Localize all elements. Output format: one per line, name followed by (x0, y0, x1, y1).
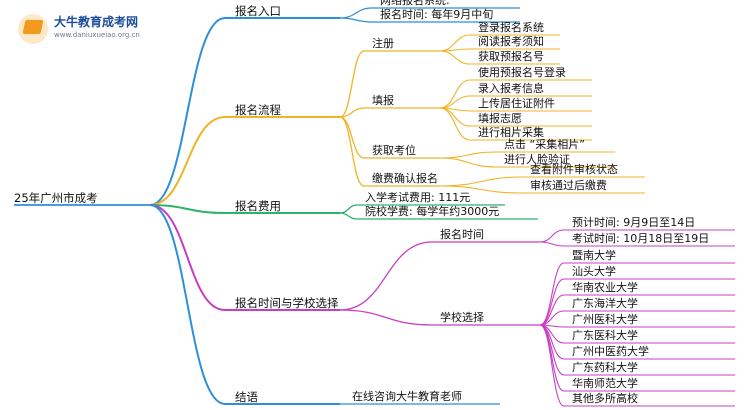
branch-4: 结语 (235, 390, 258, 404)
leaf-1-1-1: 录入报考信息 (478, 82, 544, 95)
child-1-2: 获取考位 (372, 144, 416, 157)
branch-3: 报名时间与学校选择 (235, 296, 339, 310)
edge-branch-0-child-0 (339, 7, 373, 19)
edge-branch-3-child-1 (339, 309, 433, 326)
logo-name: 大牛教育成考网 (54, 15, 139, 29)
edge-1-1-0 (439, 79, 471, 109)
child-0-0: 网络报名系统: (380, 0, 450, 7)
leaf-3-1-9: 其他多所高校 (572, 392, 638, 405)
child-3-0: 报名时间 (440, 228, 484, 241)
leaf-1-1-0: 使用预报名号登录 (478, 66, 566, 79)
leaf-1-1-4: 进行相片采集 (478, 126, 544, 139)
child-0-1: 报名时间: 每年9月中旬 (380, 8, 494, 21)
edge-1-3-0 (439, 176, 523, 187)
edge-1-2-0 (439, 151, 497, 159)
child-4-0: 在线咨询大牛教育老师 (352, 390, 462, 403)
leaf-3-1-0: 暨南大学 (572, 249, 616, 262)
edge-3-0-0 (539, 229, 565, 243)
edge-root-branch-1 (149, 116, 226, 206)
edge-1-2-1 (439, 157, 497, 168)
edge-branch-0-child-1 (339, 17, 373, 23)
leaf-3-1-5: 广东医科大学 (572, 329, 638, 342)
leaf-3-1-6: 广州中医药大学 (572, 345, 649, 358)
edge-branch-1-child-0 (339, 50, 365, 118)
edge-1-1-4 (439, 107, 471, 141)
logo-url: www.daniuxueiao.org.cn (54, 31, 140, 39)
edge-branch-3-child-0 (339, 241, 433, 311)
edge-root-branch-0 (149, 17, 226, 206)
leaf-1-0-1: 阅读报考须知 (478, 35, 544, 48)
site-logo: 大牛教育成考网 www.daniuxueiao.org.cn (18, 12, 198, 46)
leaf-3-1-2: 华南农业大学 (572, 281, 638, 294)
edge-1-0-2 (439, 50, 471, 65)
branch-2: 报名费用 (235, 199, 281, 213)
leaf-3-0-1: 考试时间: 10月18日至19日 (572, 232, 710, 245)
child-2-0: 入学考试费用: 111元 (365, 191, 471, 204)
edge-3-1-9 (539, 324, 565, 407)
leaf-1-2-1: 进行人脸验证 (504, 153, 570, 166)
edge-branch-1-child-3 (339, 116, 365, 187)
leaf-1-2-0: 点击 “采集相片” (504, 138, 585, 151)
child-1-0: 注册 (372, 37, 394, 50)
child-2-1: 院校学费: 每学年约3000元 (365, 205, 500, 218)
edge-branch-2-child-1 (339, 212, 358, 220)
child-1-1: 填报 (372, 94, 394, 107)
edge-root-branch-2 (149, 204, 226, 214)
edge-1-1-1 (439, 95, 471, 109)
branch-1: 报名流程 (235, 103, 281, 117)
edge-1-3-1 (439, 185, 523, 194)
edge-3-1-0 (539, 262, 565, 326)
edge-root-branch-3 (149, 204, 226, 311)
leaf-3-1-7: 广东药科大学 (572, 361, 638, 374)
leaf-3-0-0: 预计时间: 9月9日至14日 (572, 216, 696, 229)
leaf-1-3-1: 审核通过后缴费 (530, 179, 607, 192)
leaf-3-1-3: 广东海洋大学 (572, 297, 638, 310)
leaf-1-0-2: 获取预报名号 (478, 50, 544, 63)
leaf-3-1-4: 广州医科大学 (572, 313, 638, 326)
edge-branch-1-child-1 (339, 107, 365, 118)
leaf-3-1-1: 汕头大学 (572, 265, 616, 278)
edge-3-0-1 (539, 241, 565, 247)
edge-branch-2-child-0 (339, 204, 358, 214)
leaf-1-1-3: 填报志愿 (478, 112, 522, 125)
child-1-3: 缴费确认报名 (372, 172, 438, 185)
leaf-1-3-0: 查看附件审核状态 (530, 163, 618, 176)
child-3-1: 学校选择 (440, 311, 484, 324)
edge-root-branch-4 (149, 204, 226, 405)
leaf-3-1-8: 华南师范大学 (572, 377, 638, 390)
branch-0: 报名入口 (235, 4, 281, 18)
edge-3-1-2 (539, 294, 565, 326)
leaf-1-1-2: 上传居住证附件 (478, 97, 555, 110)
leaf-1-0-0: 登录报名系统 (478, 21, 544, 34)
root-node: 25年广州市成考 (14, 191, 98, 205)
